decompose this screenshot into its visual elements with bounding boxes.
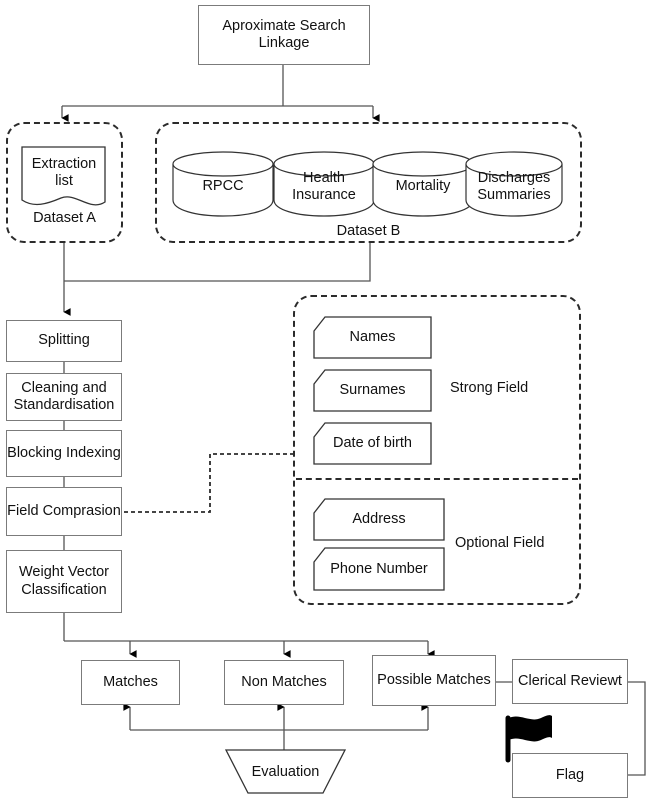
datastore-health-insurance-label: Health Insurance <box>292 170 356 203</box>
group-fields-divider <box>296 478 578 480</box>
node-possible-matches[interactable]: Possible Matches <box>372 655 496 706</box>
group-dataset-a-label: Dataset A <box>33 210 96 226</box>
node-label: Splitting <box>38 332 90 349</box>
group-optional-field-label: Optional Field <box>455 535 545 551</box>
node-label: Possible Matches <box>377 671 491 688</box>
node-label: Weight Vector Classification <box>18 564 109 598</box>
node-label: Blocking Indexing <box>7 444 121 461</box>
node-label: Cleaning and Standardisation <box>13 379 115 413</box>
node-evaluation-label: Evaluation <box>251 763 320 780</box>
field-address-label: Address <box>352 511 406 528</box>
group-dataset-b-label: Dataset B <box>336 223 401 239</box>
node-field-comprasion[interactable]: Field Comprasion <box>6 487 122 536</box>
datastore-rpcc-label: RPCC <box>202 178 244 194</box>
group-strong-field-label: Strong Field <box>450 380 529 396</box>
node-weight-vector-classification[interactable]: Weight Vector Classification <box>6 550 122 613</box>
node-label: Flag <box>555 766 585 783</box>
node-label: Aproximate Search Linkage <box>222 17 346 51</box>
field-names-label: Names <box>349 329 396 346</box>
node-non-matches[interactable]: Non Matches <box>224 660 344 705</box>
group-dataset-b <box>155 122 582 243</box>
node-label: Matches <box>103 673 158 690</box>
document-extraction-list-label: Extraction list <box>31 156 97 189</box>
node-splitting[interactable]: Splitting <box>6 320 122 362</box>
node-flag[interactable]: Flag <box>512 753 628 798</box>
node-clerical-reviewt[interactable]: Clerical Reviewt <box>512 659 628 704</box>
node-blocking-indexing[interactable]: Blocking Indexing <box>6 430 122 477</box>
node-label: Field Comprasion <box>7 502 121 519</box>
field-surnames-label: Surnames <box>339 382 406 399</box>
group-fields-panel <box>293 295 581 605</box>
node-cleaning-and-standardisation[interactable]: Cleaning and Standardisation <box>6 373 122 421</box>
node-approximate-search-linkage[interactable]: Aproximate Search Linkage <box>198 5 370 65</box>
node-label: Non Matches <box>241 673 327 690</box>
group-dataset-a <box>6 122 123 243</box>
datastore-mortality-label: Mortality <box>395 178 451 194</box>
field-date-of-birth-label: Date of birth <box>333 435 412 452</box>
node-label: Clerical Reviewt <box>518 672 622 689</box>
node-matches[interactable]: Matches <box>81 660 180 705</box>
datastore-discharges-summaries-label: Discharges Summaries <box>477 170 551 203</box>
field-phone-number-label: Phone Number <box>330 560 428 577</box>
